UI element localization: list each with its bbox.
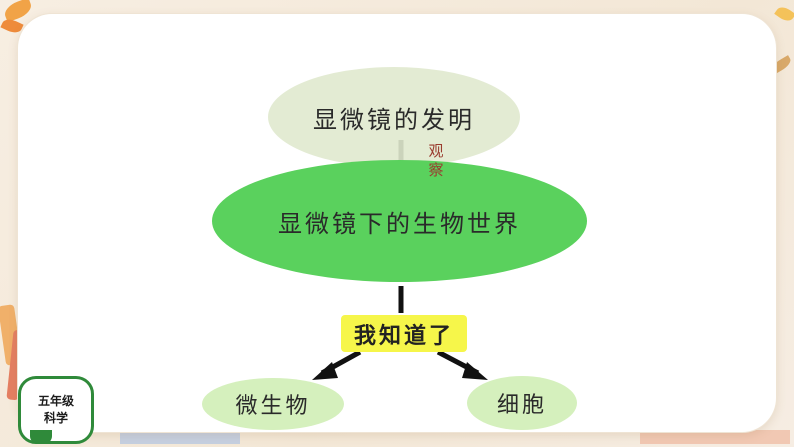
node-microscope-invention: 显微镜的发明 xyxy=(268,67,520,167)
node-microscope-biological-world: 显微镜下的生物世界 xyxy=(212,160,587,282)
node-text: 细胞 xyxy=(496,393,547,418)
book-decoration xyxy=(640,430,790,444)
node-i-know: 我知道了 xyxy=(341,315,467,352)
edge-label-char: 察 xyxy=(428,161,444,179)
badge-subject: 科学 xyxy=(43,411,68,425)
node-text: 我知道了 xyxy=(353,322,454,349)
badge-grade: 五年级 xyxy=(37,394,74,408)
autumn-leaf-decoration xyxy=(774,3,794,25)
node-text: 显微镜的发明 xyxy=(313,105,475,134)
badge-ribbon-decoration xyxy=(30,430,52,444)
autumn-leaf-decoration xyxy=(0,16,24,36)
node-microorganisms: 微生物 xyxy=(202,378,344,430)
edge-label-observe: 观 察 xyxy=(426,142,446,180)
node-cells: 细胞 xyxy=(467,376,577,430)
edge-label-char: 观 xyxy=(428,142,444,160)
book-decoration xyxy=(120,432,240,444)
grade-subject-badge: 五年级 科学 xyxy=(18,376,94,444)
node-text: 微生物 xyxy=(235,394,311,419)
node-text: 显微镜下的生物世界 xyxy=(278,209,521,238)
